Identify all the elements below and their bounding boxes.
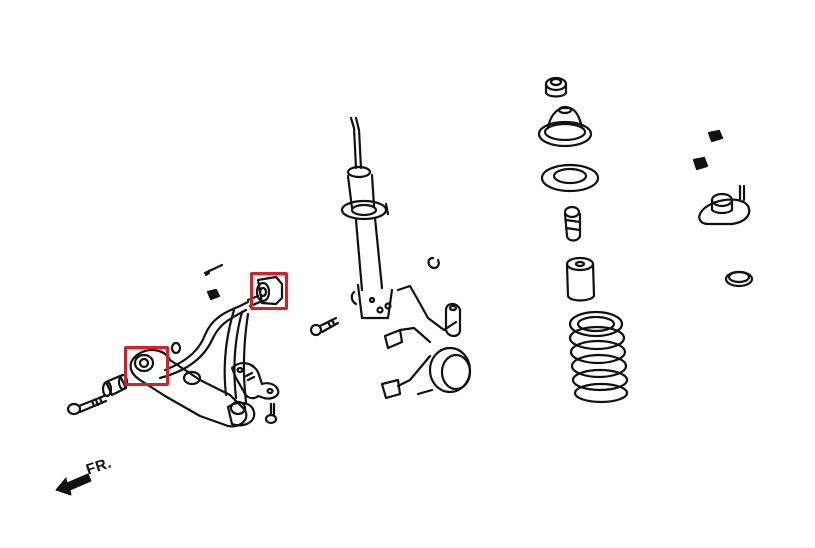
steering-knuckle [380,284,472,400]
mount-nut-a [707,129,724,143]
small-collar [170,341,182,355]
strut-top-mount [698,184,751,226]
bump-stop [563,205,582,242]
small-nut [206,288,221,301]
control-arm-front-bushing [255,275,284,306]
top-nut-cap [544,76,568,98]
control-arm-bolt [66,394,108,416]
highlight-rear-bushing [124,346,169,386]
mount-nut-b [692,156,709,171]
coil-spring [568,310,629,404]
highlight-front-bushing [250,272,288,310]
bearing-ring [724,270,754,288]
spring-seat-rubber [540,163,600,193]
bracket-bolt [264,402,278,425]
bushing-spacer [101,373,129,398]
clip [427,256,440,270]
front-direction-arrow-icon [55,473,92,496]
stabilizer-bracket [230,362,280,400]
cotter-pin [203,263,224,277]
upper-spring-mount [537,105,593,148]
dust-boot [565,256,596,302]
strut-damper [340,116,394,320]
knuckle-bolt [309,316,340,337]
